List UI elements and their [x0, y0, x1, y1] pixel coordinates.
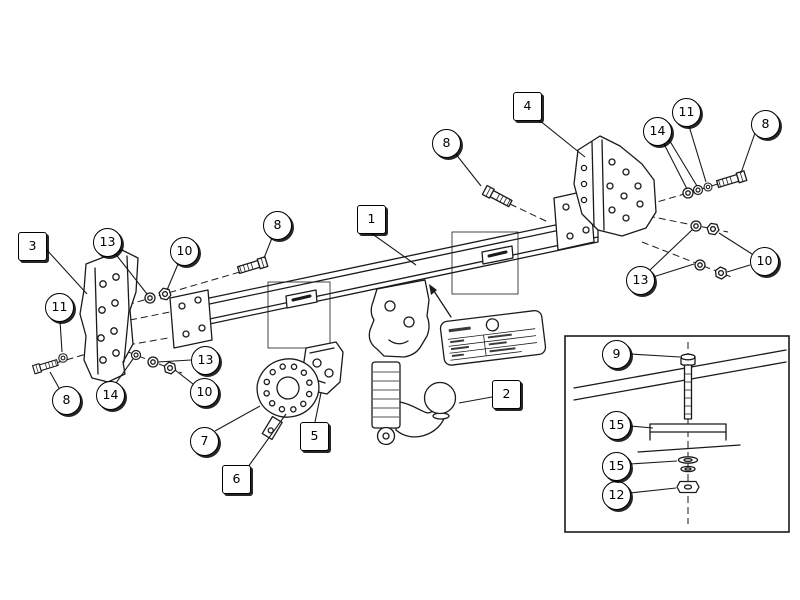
bolt: [32, 357, 60, 375]
washer: [147, 356, 159, 368]
leader-line-13: [652, 263, 695, 278]
spring-washer: [130, 349, 142, 361]
left-bracket-part: [79, 249, 139, 383]
leader-line-8: [49, 371, 60, 389]
leader-line-10: [726, 264, 751, 273]
leader-line-14: [115, 358, 134, 384]
callout-13: 13: [93, 228, 122, 257]
right-bracket-part: [573, 135, 657, 237]
leader-line-1: [370, 232, 417, 266]
leader-line-10: [718, 232, 753, 255]
callout-3: 3: [18, 232, 47, 261]
leader-line-14: [662, 141, 688, 190]
nut: [712, 265, 730, 281]
type-plate: [429, 284, 547, 366]
washer: [703, 182, 713, 192]
leader-line-15: [629, 460, 678, 465]
washer: [58, 353, 68, 363]
callout-7: 7: [190, 427, 219, 456]
washer: [690, 220, 702, 232]
callout-8: 8: [263, 211, 292, 240]
leader-line-8: [263, 237, 273, 259]
crossbar-part: [169, 189, 599, 349]
leader-line-13: [157, 359, 192, 363]
callout-6: 6: [222, 465, 251, 494]
leader-lines: [45, 119, 756, 494]
leader-line-9: [629, 353, 681, 358]
spring-washer: [682, 187, 694, 199]
leader-line-4: [538, 119, 586, 158]
callout-1: 1: [357, 205, 386, 234]
bolt: [715, 170, 748, 190]
leader-line-15: [629, 425, 654, 429]
callout-9: 9: [602, 340, 631, 369]
leader-line-5: [314, 392, 322, 423]
spring-washer: [692, 184, 704, 196]
callout-8: 8: [52, 386, 81, 415]
callout-5: 5: [300, 422, 329, 451]
ball-receiver-housing: [368, 279, 430, 358]
leader-line-13: [649, 229, 693, 271]
callout-15: 15: [602, 411, 631, 440]
leader-line-10: [174, 369, 194, 385]
callout-10: 10: [190, 378, 219, 407]
leader-line-2: [458, 396, 493, 404]
leader-line-8: [454, 152, 482, 187]
leader-line-14: [667, 137, 698, 187]
nut: [161, 360, 179, 376]
leader-line-13: [113, 251, 148, 295]
leader-line-12: [629, 487, 677, 494]
swan-neck-ball-part: [371, 361, 457, 446]
callout-2: 2: [492, 380, 521, 409]
flange-plate-part: [256, 358, 320, 441]
washer: [144, 292, 156, 304]
callout-8: 8: [432, 129, 461, 158]
leader-line-8: [740, 132, 756, 174]
callout-8: 8: [751, 110, 780, 139]
leader-line-3: [45, 248, 88, 295]
callout-15: 15: [602, 452, 631, 481]
callout-14: 14: [96, 381, 125, 410]
leader-line-11: [688, 125, 707, 183]
callout-11: 11: [672, 98, 701, 127]
washer: [694, 259, 706, 271]
leader-line-6: [247, 413, 287, 468]
callout-4: 4: [513, 92, 542, 121]
callout-13: 13: [626, 266, 655, 295]
bolt: [481, 184, 514, 209]
callout-10: 10: [170, 237, 199, 266]
leader-line-11: [59, 320, 63, 353]
nut: [705, 222, 721, 236]
callout-11: 11: [45, 293, 74, 322]
leader-line-7: [214, 405, 261, 432]
callout-14: 14: [643, 117, 672, 146]
leader-line-10: [166, 263, 179, 291]
bolt: [236, 256, 269, 276]
callout-10: 10: [750, 247, 779, 276]
callout-12: 12: [602, 481, 631, 510]
callout-13: 13: [191, 346, 220, 375]
inset-detail: [564, 335, 790, 533]
